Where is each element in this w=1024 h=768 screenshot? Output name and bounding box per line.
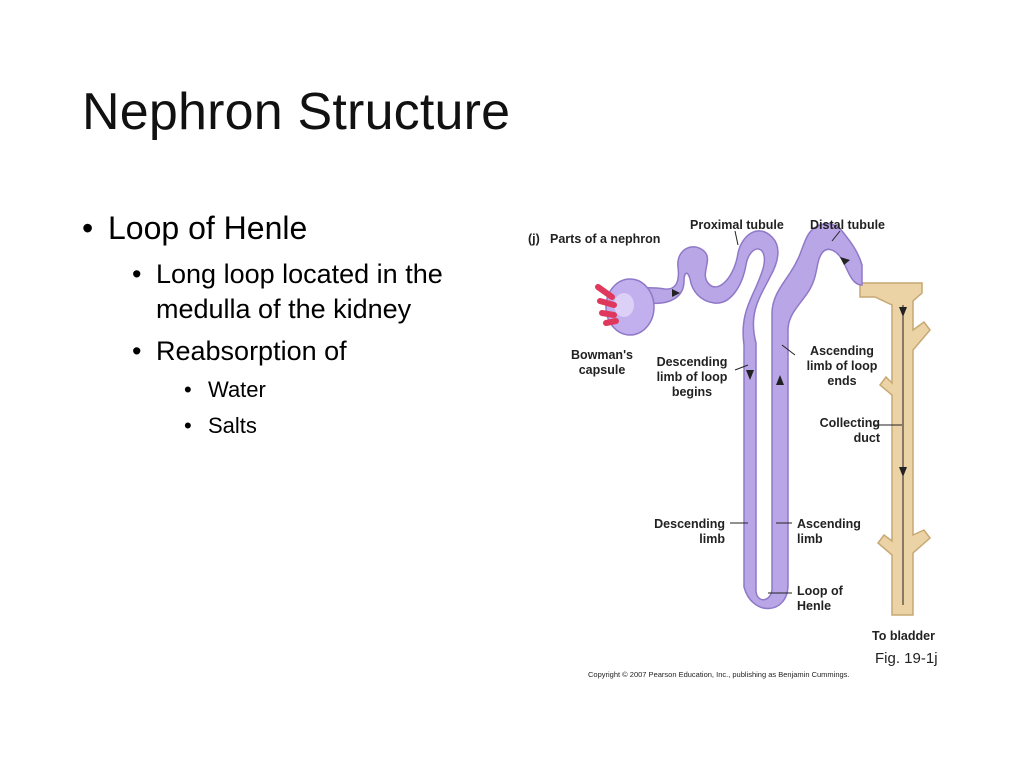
label-loop-henle-2: Henle (797, 599, 831, 613)
label-asc-ends-2: limb of loop (807, 359, 878, 373)
collecting-duct-path (859, 282, 932, 616)
label-loop-henle-1: Loop of (797, 584, 844, 598)
label-asc-limb-1: Ascending (797, 517, 861, 531)
bullet-water: Water (184, 377, 502, 403)
lead-distal (831, 230, 841, 242)
label-collecting-2: duct (854, 431, 881, 445)
bullet-salts: Salts (184, 413, 502, 439)
bullet-list: Loop of Henle Long loop located in the m… (82, 210, 502, 449)
label-to-bladder: To bladder (872, 629, 935, 643)
tubule-path (627, 223, 863, 610)
panel-title: Parts of a nephron (550, 232, 660, 246)
nephron-diagram: (j) Parts of a nephron Proximal tubule D… (528, 218, 938, 679)
bullet-loop-of-henle: Loop of Henle (82, 210, 502, 247)
label-asc-ends-1: Ascending (810, 344, 874, 358)
label-desc-begins-3: begins (672, 385, 712, 399)
label-collecting-1: Collecting (820, 416, 880, 430)
tubule-arrow-4 (840, 257, 850, 265)
bullet-long-loop: Long loop located in the medulla of the … (132, 257, 502, 326)
lead-desc-begins (734, 364, 749, 371)
slide-title: Nephron Structure (82, 83, 511, 141)
label-bowmans-2: capsule (579, 363, 626, 377)
label-asc-limb-2: limb (797, 532, 823, 546)
leader-lines (730, 230, 902, 594)
label-desc-limb-2: limb (699, 532, 725, 546)
duct-arrow-2 (899, 467, 907, 477)
label-proximal-tubule: Proximal tubule (690, 218, 784, 232)
label-desc-begins-2: limb of loop (657, 370, 728, 384)
panel-letter: (j) (528, 232, 540, 246)
lead-asc-ends (781, 344, 796, 356)
tubule-arrow-3 (776, 375, 784, 385)
label-desc-begins-1: Descending (657, 355, 728, 369)
figure-id: Fig. 19-1j (875, 650, 938, 667)
tubule-arrow-2 (746, 370, 754, 380)
arteriole-shape (595, 284, 619, 326)
label-bowmans-1: Bowman's (571, 348, 633, 362)
tubule-shape (595, 223, 863, 610)
label-asc-ends-3: ends (827, 374, 856, 388)
duct-arrow-1 (899, 307, 907, 317)
collecting-duct-shape (859, 282, 932, 616)
glomerulus-shape (614, 293, 634, 317)
bullet-reabsorption: Reabsorption of (132, 334, 502, 369)
tubule-arrow-1 (672, 289, 680, 297)
copyright-notice: Copyright © 2007 Pearson Education, Inc.… (588, 670, 850, 679)
label-desc-limb-1: Descending (654, 517, 725, 531)
label-distal-tubule: Distal tubule (810, 218, 885, 232)
lead-proximal (734, 230, 739, 246)
